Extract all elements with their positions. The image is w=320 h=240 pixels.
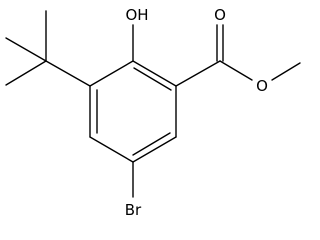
bond-ester-oxygen-methyl — [271, 62, 301, 81]
ring-bond-c3-c4-inner — [132, 132, 171, 156]
ester-oxygen-label: O — [256, 77, 268, 95]
ring-bond-c4-c5 — [89, 136, 134, 163]
bond-c2-carbonyl-carbon — [175, 60, 221, 87]
carbonyl-oxygen-label: O — [214, 6, 226, 24]
ring-bond-c1-c2 — [132, 60, 177, 87]
chemical-structure-diagram: OH O O Br — [5, 6, 301, 219]
bond-c6-quaternary-carbon — [45, 60, 91, 87]
tert-butyl-group — [5, 10, 91, 87]
bond-tbutyl-methyl-left — [5, 37, 47, 62]
ring-bond-c6-c1 — [89, 60, 134, 87]
methyl-ester-group: O O — [175, 6, 301, 95]
bromine-label: Br — [125, 201, 142, 219]
bond-carbonyl-ester-oxygen — [219, 60, 253, 81]
benzene-ring — [89, 60, 177, 163]
ring-bond-c3-c4 — [132, 136, 177, 163]
bond-tbutyl-methyl-down — [5, 60, 47, 86]
ring-bond-c1-c2-inner — [133, 67, 172, 91]
hydroxyl-label: OH — [125, 6, 148, 24]
